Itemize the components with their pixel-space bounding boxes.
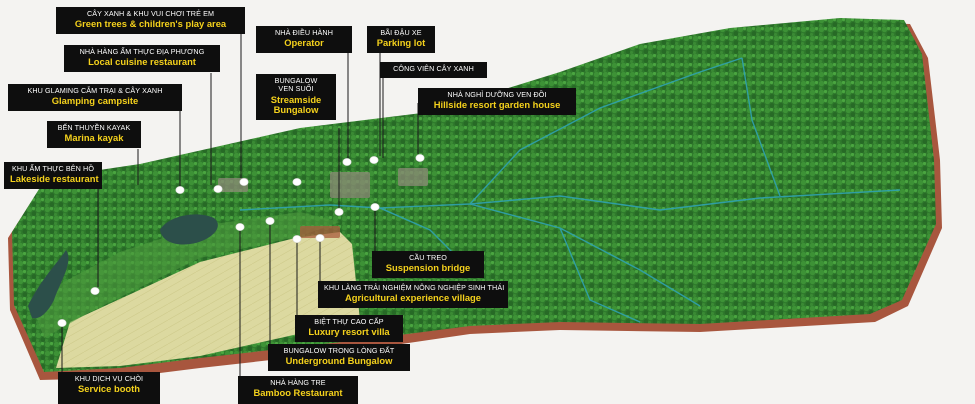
label-marina-vn: BẾN THUYỀN KAYAK bbox=[57, 123, 131, 132]
label-underground: BUNGALOW TRONG LÒNG ĐẤT Underground Bung… bbox=[268, 344, 410, 372]
label-lakeside-en: Lakeside restaurant bbox=[10, 173, 99, 185]
label-suspension-vn: CẦU TREO bbox=[409, 253, 447, 262]
label-streamside-vn: BUNGALOW VEN SUỐI bbox=[274, 76, 318, 94]
label-suspension-en: Suspension bridge bbox=[385, 262, 471, 274]
label-parking: BÃI ĐẬU XE Parking lot bbox=[367, 26, 435, 54]
label-green-park-vn: CÔNG VIÊN CÂY XANH bbox=[393, 64, 474, 73]
label-agri-vn: KHU LÀNG TRẢI NGHIỆM NÔNG NGHIỆP SINH TH… bbox=[324, 283, 505, 292]
label-green-trees-vn: CÂY XANH & KHU VUI CHƠI TRẺ EM bbox=[86, 9, 215, 18]
label-green-trees: CÂY XANH & KHU VUI CHƠI TRẺ EM Green tre… bbox=[56, 7, 245, 35]
label-lakeside-vn: KHU ẨM THỰC BÊN HỒ bbox=[11, 164, 95, 173]
label-hillside-vn: NHÀ NGHỈ DƯỠNG VEN ĐỒI bbox=[447, 90, 547, 99]
label-operator: NHÀ ĐIỀU HÀNH Operator bbox=[256, 26, 352, 54]
label-green-trees-en: Green trees & children's play area bbox=[74, 18, 227, 30]
label-service-en: Service booth bbox=[78, 383, 140, 395]
label-local-cuisine-en: Local cuisine restaurant bbox=[88, 56, 196, 68]
lake-west bbox=[28, 250, 69, 319]
label-local-cuisine-vn: NHÀ HÀNG ẨM THỰC ĐỊA PHƯƠNG bbox=[79, 47, 205, 56]
label-glamping: KHU GLAMING CẮM TRẠI & CÂY XANH Glamping… bbox=[8, 84, 182, 112]
label-glamping-en: Glamping campsite bbox=[51, 95, 139, 107]
label-hillside: NHÀ NGHỈ DƯỠNG VEN ĐỒI Hillside resort g… bbox=[418, 88, 576, 116]
label-service: KHU DỊCH VỤ CHÒI Service booth bbox=[58, 372, 160, 404]
label-marina-en: Marina kayak bbox=[64, 132, 124, 144]
label-lakeside: KHU ẨM THỰC BÊN HỒ Lakeside restaurant bbox=[4, 162, 102, 190]
label-streamside-en: Streamside Bungalow bbox=[270, 93, 322, 116]
label-parking-vn: BÃI ĐẬU XE bbox=[380, 28, 422, 37]
field-strip bbox=[30, 212, 340, 338]
label-underground-vn: BUNGALOW TRONG LÒNG ĐẤT bbox=[283, 346, 395, 355]
label-operator-en: Operator bbox=[284, 37, 324, 49]
label-luxury-en: Luxury resort villa bbox=[308, 326, 390, 338]
leader-lines bbox=[61, 34, 419, 378]
label-luxury-vn: BIỆT THỰ CAO CẤP bbox=[314, 317, 384, 326]
label-agri-en: Agricultural experience village bbox=[345, 292, 481, 304]
label-bamboo-en: Bamboo Restaurant bbox=[253, 387, 343, 399]
label-marina: BẾN THUYỀN KAYAK Marina kayak bbox=[47, 121, 141, 149]
label-hillside-en: Hillside resort garden house bbox=[433, 99, 561, 111]
label-bamboo-vn: NHÀ HÀNG TRE bbox=[270, 378, 326, 387]
label-agri: KHU LÀNG TRẢI NGHIỆM NÔNG NGHIỆP SINH TH… bbox=[318, 281, 508, 309]
label-local-cuisine: NHÀ HÀNG ẨM THỰC ĐỊA PHƯƠNG Local cuisin… bbox=[64, 45, 220, 73]
label-service-vn: KHU DỊCH VỤ CHÒI bbox=[74, 374, 144, 383]
label-green-park: CÔNG VIÊN CÂY XANH bbox=[380, 62, 487, 79]
label-operator-vn: NHÀ ĐIỀU HÀNH bbox=[274, 28, 333, 37]
lake-central bbox=[160, 214, 218, 245]
agricultural-field bbox=[56, 232, 360, 368]
label-underground-en: Underground Bungalow bbox=[285, 355, 393, 367]
label-luxury: BIỆT THỰ CAO CẤP Luxury resort villa bbox=[295, 315, 403, 343]
label-suspension: CẦU TREO Suspension bridge bbox=[372, 251, 484, 279]
label-parking-en: Parking lot bbox=[376, 37, 426, 49]
location-markers bbox=[57, 154, 425, 327]
building-clusters bbox=[218, 168, 428, 238]
label-bamboo: NHÀ HÀNG TRE Bamboo Restaurant bbox=[238, 376, 358, 404]
label-streamside: BUNGALOW VEN SUỐI Streamside Bungalow bbox=[256, 74, 336, 121]
label-glamping-vn: KHU GLAMING CẮM TRẠI & CÂY XANH bbox=[27, 86, 163, 95]
